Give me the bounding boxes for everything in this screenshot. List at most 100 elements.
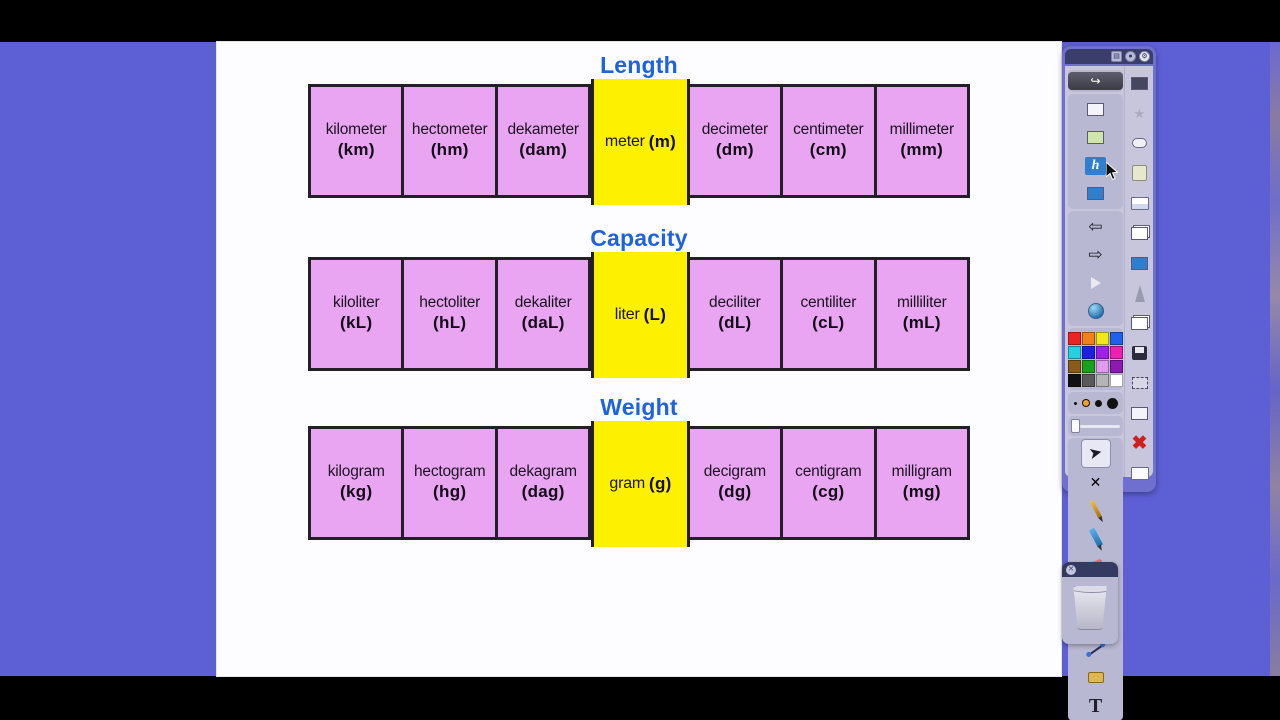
offscreen-content-strip[interactable] [1270,42,1280,676]
play-icon[interactable] [1082,269,1110,296]
notes-icon[interactable] [1125,188,1154,218]
insert-link-icon[interactable] [1125,398,1154,428]
unit-abbr: (mg) [902,482,941,502]
delete-icon[interactable]: ✖ [1131,432,1148,454]
floating-toolbar[interactable]: ▤ ● ⚙ ↪ h ⇦ ⇨ [1062,46,1156,720]
unit-cell-kiloliter[interactable]: kiloliter (kL) [311,260,405,368]
color-swatch-lightgray[interactable] [1096,374,1109,387]
unit-name: centigram [795,463,862,481]
toolbar-titlebar[interactable]: ▤ ● ⚙ [1065,49,1153,64]
copy-pages-icon[interactable] [1125,218,1154,248]
color-swatch-white[interactable] [1110,374,1123,387]
section-capacity: Capacity kiloliter (kL) hectoliter (hL) … [217,223,1061,378]
unit-cell-dekaliter[interactable]: dekaliter (daL) [497,260,592,368]
panel-move-button[interactable]: ● [1125,51,1136,62]
next-page-icon[interactable]: ⇨ [1088,245,1103,264]
transparency-slider[interactable] [1068,416,1123,436]
unit-name: meter [604,133,645,151]
color-swatch-brown[interactable] [1068,360,1081,373]
close-icon[interactable]: ✕ [1066,564,1076,575]
unit-name: hectogram [413,463,486,481]
unit-abbr: (hL) [433,313,467,333]
color-swatch-red[interactable] [1068,332,1081,345]
unit-cell-millimeter[interactable]: millimeter (mm) [876,87,968,195]
shape-pen-icon[interactable] [1125,128,1154,158]
panel-settings-button[interactable]: ⚙ [1139,51,1150,62]
line-width-extra-thin[interactable] [1073,401,1077,405]
unit-cell-liter-highlighted[interactable]: liter (L) [591,252,690,378]
unit-cell-meter-highlighted[interactable]: meter (m) [591,79,690,205]
unit-cell-milliliter[interactable]: milliliter (mL) [876,260,968,368]
slider-track[interactable] [1080,424,1120,428]
unit-cell-hectometer[interactable]: hectometer (hm) [404,87,498,195]
trash-can-icon[interactable] [1073,586,1107,630]
color-swatch-magenta[interactable] [1110,346,1123,359]
line-width-medium[interactable] [1094,399,1102,407]
clipboard-icon[interactable] [1125,458,1154,488]
unit-abbr: (km) [337,140,375,160]
unit-abbr: (dm) [715,140,754,160]
duplicate-page-icon[interactable] [1125,308,1154,338]
unit-abbr: (hm) [430,140,469,160]
line-width-thin-selected[interactable] [1081,399,1090,407]
color-swatch-cyan[interactable] [1068,346,1081,359]
favorite-star-icon[interactable]: ★ [1133,105,1146,121]
line-width-thick[interactable] [1106,397,1118,409]
unit-cell-milligram[interactable]: milligram (mg) [876,429,968,537]
color-swatch-darkblue[interactable] [1082,346,1095,359]
unit-cell-centimeter[interactable]: centimeter (cm) [783,87,877,195]
color-swatch-purple[interactable] [1096,346,1109,359]
pen-tool[interactable] [1082,496,1110,523]
recycle-bin-titlebar[interactable]: ✕ [1062,562,1118,577]
toolbox-icon[interactable] [1125,248,1154,278]
unit-cell-dekagram[interactable]: dekagram (dag) [497,429,592,537]
color-swatch-black[interactable] [1068,374,1081,387]
unit-cell-hectogram[interactable]: hectogram (hg) [404,429,498,537]
recycle-bin-widget[interactable]: ✕ [1062,562,1118,644]
unit-cell-decimeter[interactable]: decimeter (dm) [689,87,784,195]
signature-pen-icon[interactable] [1125,68,1154,98]
unit-cell-kilogram[interactable]: kilogram (kg) [311,429,405,537]
handwriting-icon[interactable]: h [1082,152,1110,179]
calculator-icon[interactable] [1125,158,1154,188]
export-group: ↪ [1068,70,1123,92]
unit-name: hectometer [411,121,488,139]
web-browser-icon[interactable] [1082,297,1110,324]
select-area-icon[interactable] [1125,368,1154,398]
color-swatch-orange[interactable] [1082,332,1095,345]
unit-cell-gram-highlighted[interactable]: gram (g) [591,421,690,547]
panel-layout-button[interactable]: ▤ [1111,51,1122,62]
color-swatch-violet[interactable] [1110,360,1123,373]
save-edit-icon[interactable] [1125,338,1154,368]
unit-cell-centiliter[interactable]: centiliter (cL) [783,260,877,368]
settings-tools-icon[interactable]: ✕ [1089,473,1102,490]
gallery-crate-icon[interactable] [1082,664,1110,691]
unit-abbr: (mL) [902,313,941,333]
unit-abbr: (dam) [519,140,568,160]
screen-capture-icon[interactable] [1082,96,1110,123]
unit-table-length: kilometer (km) hectometer (hm) dekameter… [308,79,970,205]
export-share-button[interactable]: ↪ [1068,72,1123,90]
shape-recognition-icon[interactable] [1082,180,1110,207]
slider-knob[interactable] [1071,419,1080,433]
unit-cell-deciliter[interactable]: deciliter (dL) [689,260,784,368]
unit-cell-hectoliter[interactable]: hectoliter (hL) [404,260,498,368]
color-swatch-lightpink[interactable] [1096,360,1109,373]
unit-cell-dekameter[interactable]: dekameter (dam) [497,87,592,195]
whiteboard-page[interactable]: Length kilometer (km) hectometer (hm) de… [217,42,1061,676]
unit-cell-decigram[interactable]: decigram (dg) [689,429,784,537]
color-swatch-darkgray[interactable] [1082,374,1095,387]
color-swatch-green[interactable] [1082,360,1095,373]
previous-page-icon[interactable]: ⇦ [1088,217,1103,236]
color-swatch-yellow[interactable] [1096,332,1109,345]
gallery-card-icon[interactable] [1082,124,1110,151]
select-pointer-tool[interactable]: ➤ [1081,440,1110,467]
unit-name: dekagram [509,463,578,481]
text-tool[interactable]: T [1088,694,1103,717]
compass-icon[interactable] [1125,278,1154,308]
color-swatch-blue[interactable] [1110,332,1123,345]
unit-cell-centigram[interactable]: centigram (cg) [783,429,877,537]
highlighter-tool[interactable] [1082,524,1110,551]
unit-cell-kilometer[interactable]: kilometer (km) [311,87,405,195]
